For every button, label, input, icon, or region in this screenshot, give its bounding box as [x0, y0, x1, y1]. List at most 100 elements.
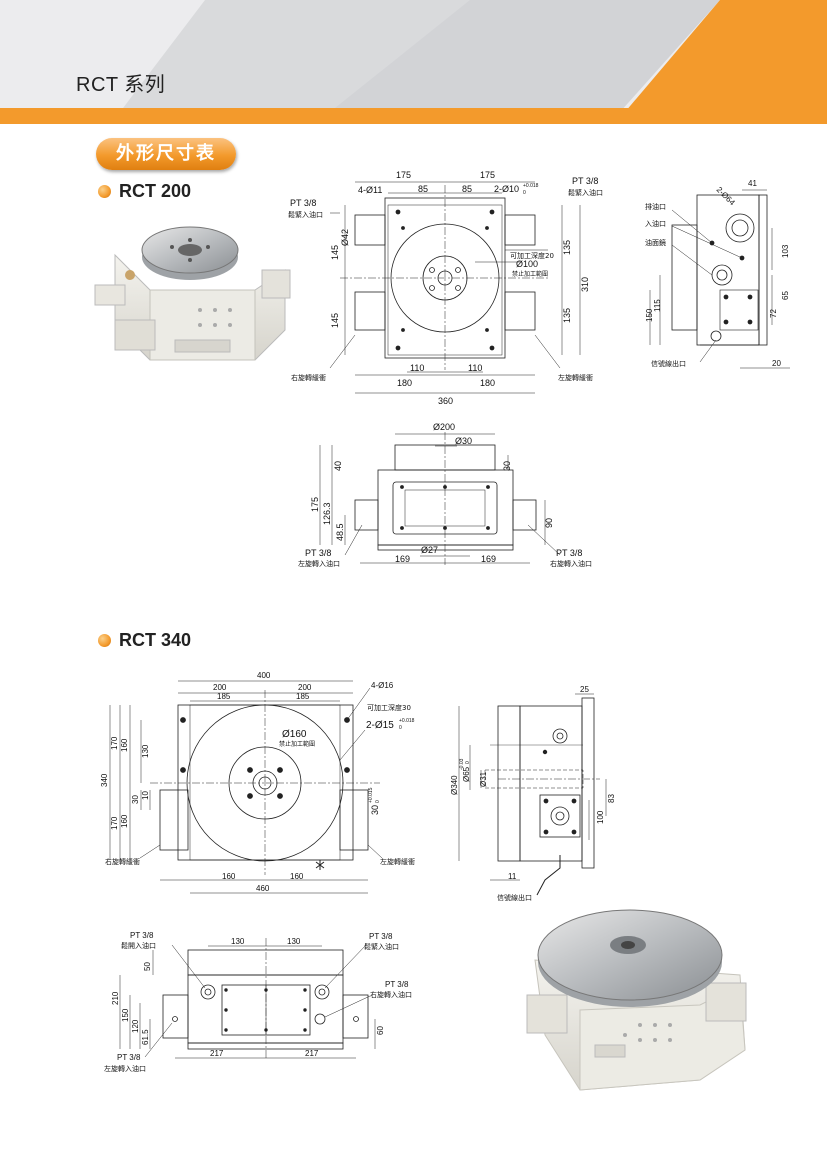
dim: 20: [772, 359, 781, 368]
dim: 400: [257, 671, 271, 680]
dim: Ø65: [462, 766, 471, 782]
note: 入油口: [645, 219, 666, 228]
port-label-sub: 左旋轉入油口: [104, 1064, 146, 1073]
dim: 175: [310, 497, 320, 512]
note: 油面鏡: [645, 238, 666, 247]
tolerance: 0: [465, 761, 471, 764]
model-heading-rct200: RCT 200: [98, 181, 191, 202]
dim: 340: [100, 773, 109, 787]
dim: 130: [287, 937, 301, 946]
header-banner: [0, 0, 827, 124]
dim: 103: [781, 244, 790, 258]
dim: Ø100: [516, 259, 538, 269]
rct200-product-photo: [94, 226, 291, 361]
port-label: PT 3/8: [117, 1053, 141, 1062]
note: 禁止加工範圍: [279, 740, 315, 748]
port-label-sub: 右旋轉入油口: [550, 559, 592, 568]
dim: 50: [143, 962, 152, 971]
note: 右旋轉緩衝: [291, 373, 326, 382]
dim: 130: [141, 744, 150, 758]
rct340-top-view: [109, 680, 383, 894]
tolerance: 0: [375, 800, 381, 803]
dim: 130: [231, 937, 245, 946]
dim: 60: [376, 1026, 385, 1035]
dim: 115: [653, 299, 662, 312]
port-label-sub: 右旋轉入油口: [370, 990, 412, 999]
port-label: PT 3/8: [556, 548, 582, 558]
dim: 200: [298, 683, 312, 692]
tolerance: 0: [523, 190, 526, 196]
bullet-icon: [98, 634, 111, 647]
dim: 150: [121, 1008, 130, 1022]
dim: 170: [110, 736, 119, 750]
dim: 160: [222, 872, 236, 881]
dim: 160: [120, 814, 129, 828]
dim: 135: [562, 240, 572, 255]
dim: 110: [468, 363, 482, 373]
dim: 185: [217, 692, 231, 701]
rct200-front-view-labels: Ø200 Ø30 40 30 175 126.3 48.5 90 Ø27 169…: [298, 422, 592, 568]
dim: 30: [502, 461, 512, 471]
rct340-top-view-labels: 400 200 200 185 185 4-Ø16 可加工深度30 2-Ø15 …: [100, 671, 415, 893]
dim: 150: [645, 308, 654, 322]
port-label: PT 3/8: [130, 931, 154, 940]
dim: 460: [256, 884, 270, 893]
dim: 30: [131, 795, 140, 804]
note: 可加工深度30: [367, 703, 411, 712]
dim: 2-Ø64: [715, 185, 737, 207]
dim: 217: [210, 1049, 224, 1058]
note: 可加工深度20: [510, 251, 554, 260]
dim: 30: [370, 805, 380, 815]
dim: 360: [438, 396, 453, 406]
port-label-sub: 鬆緊入油口: [364, 942, 399, 951]
dim: 120: [131, 1019, 140, 1033]
note: 信號線出口: [651, 359, 686, 368]
dim: 145: [330, 313, 340, 328]
tolerance: +0.018: [399, 718, 415, 724]
bullet-icon: [98, 185, 111, 198]
dim: 170: [110, 816, 119, 830]
rct340-front-view: [119, 938, 376, 1060]
dim: 85: [462, 184, 472, 194]
dim: 40: [333, 461, 343, 471]
dim: 72: [769, 309, 778, 318]
dim: Ø160: [282, 729, 307, 740]
dim: 169: [481, 554, 496, 564]
port-label-sub: 鬆緊入油口: [568, 188, 603, 197]
page-title: RCT 系列: [76, 74, 166, 96]
tolerance: +0.018: [523, 183, 539, 189]
dim: 100: [596, 810, 605, 824]
dim: 169: [395, 554, 410, 564]
rct200-side-view: [649, 189, 790, 369]
port-label: PT 3/8: [305, 548, 331, 558]
dim: Ø27: [421, 545, 438, 555]
port-label: PT 3/8: [290, 198, 316, 208]
rct340-side-view-labels: 25 Ø340 Ø65 -0.03 0 Ø31 83 100 11 信號線出口: [450, 685, 616, 902]
rct200-front-view: [319, 432, 561, 565]
tolerance: -0.03: [459, 758, 465, 770]
dim: 180: [397, 378, 412, 388]
dim: Ø42: [340, 229, 350, 246]
port-label-sub: 左旋轉入油口: [298, 559, 340, 568]
dim: 41: [748, 179, 757, 188]
dim: 83: [607, 794, 616, 803]
dim: 2-Ø15: [366, 720, 394, 731]
dim: 4-Ø16: [371, 681, 394, 690]
rct340-product-photo: [526, 909, 747, 1091]
note: 左旋轉緩衝: [380, 857, 415, 866]
dim: 175: [480, 170, 495, 180]
rct200-top-view-labels: 175 175 4-Ø11 85 85 2-Ø10 +0.018 0 PT 3/…: [288, 170, 603, 406]
dim: 160: [290, 872, 304, 881]
dim: 180: [480, 378, 495, 388]
dim: 2-Ø10: [494, 184, 519, 194]
port-label-sub: 鬆開入油口: [121, 941, 156, 950]
dim: 48.5: [335, 523, 345, 541]
dim: 310: [580, 277, 590, 292]
dim: 160: [120, 738, 129, 752]
dim: 4-Ø11: [358, 185, 382, 195]
dim: Ø31: [479, 771, 488, 787]
note: 排油口: [645, 202, 666, 211]
dim: 126.3: [322, 502, 332, 525]
port-label: PT 3/8: [369, 932, 393, 941]
